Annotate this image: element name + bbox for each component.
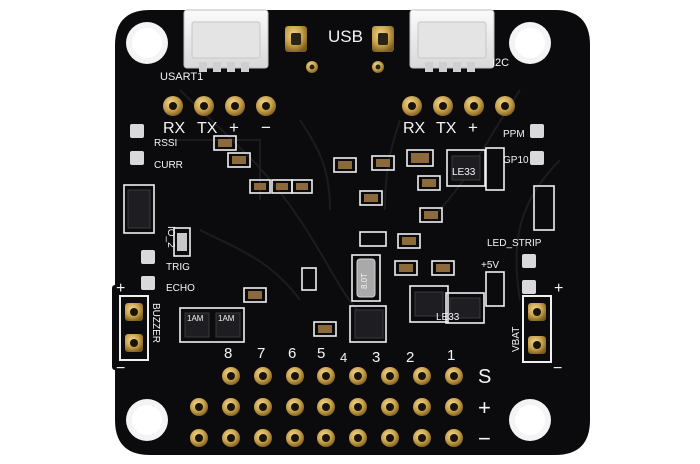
uart-connector [183,9,269,72]
led-strip-label: LED_STRIP [487,238,542,249]
ic-b-label: 1AM [218,314,235,323]
oscillator-label: 8.0T [360,273,369,289]
vbat-pads [522,295,552,363]
right-edge-tab [540,285,590,370]
uart-pads [163,96,515,116]
minus-label-left: − [261,118,271,137]
regulator-a-label: LE33 [452,167,476,178]
ic-a-label: 1AM [187,314,204,323]
channel-8-label: 8 [224,345,232,362]
plus-label-right: + [468,118,478,137]
io2-label: IO_2 [165,226,176,248]
curr-label: CURR [154,160,183,171]
smd-components [123,135,555,343]
channel-3-label: 3 [372,349,380,366]
left-edge-tab [112,285,162,370]
channel-4-label: 4 [340,350,347,365]
vbat-label: VBAT [511,327,522,352]
channel-5-label: 5 [317,345,325,362]
channel-7-label: 7 [257,345,265,362]
right-plus-label: + [554,280,563,297]
buzzer-label: BUZZER [150,303,161,343]
usb-pads [285,26,394,73]
rx-label-right: RX [403,120,426,137]
ppm-label: PPM [503,129,525,140]
row-signal-label: S [478,366,491,388]
trig-label: TRIG [166,262,190,273]
usb-label: USB [328,27,363,46]
regulator-b-label: LE33 [436,312,460,323]
tx-label-left: TX [197,120,218,137]
echo-label: ECHO [166,283,195,294]
channel-6-label: 6 [288,345,296,362]
rx-label-left: RX [163,120,186,137]
right-minus-label: − [553,360,562,377]
channel-2-label: 2 [406,349,414,366]
row-minus-label: − [478,426,491,451]
uart-label: USART1 [160,71,203,83]
silkscreen-labels: USB USART1 I2C RX TX + − RX TX + PPM GP1… [116,27,563,451]
buzzer-pads [119,295,149,361]
servo-header-pads [190,367,463,447]
pcb-board [115,10,590,455]
left-plus-label: + [116,280,125,297]
i2c-connector [409,9,495,72]
left-minus-label: − [116,360,125,377]
mounting-holes [126,22,551,441]
channel-1-label: 1 [447,347,455,364]
row-plus-label: + [478,395,491,420]
gpio-label: GP10 [503,155,529,166]
side-square-pads [130,124,544,294]
i2c-label: I2C [492,57,509,69]
plus-5v-label: +5V [481,260,499,271]
plus-label-left: + [229,118,239,137]
tx-label-right: TX [436,120,457,137]
rssi-label: RSSI [154,138,177,149]
